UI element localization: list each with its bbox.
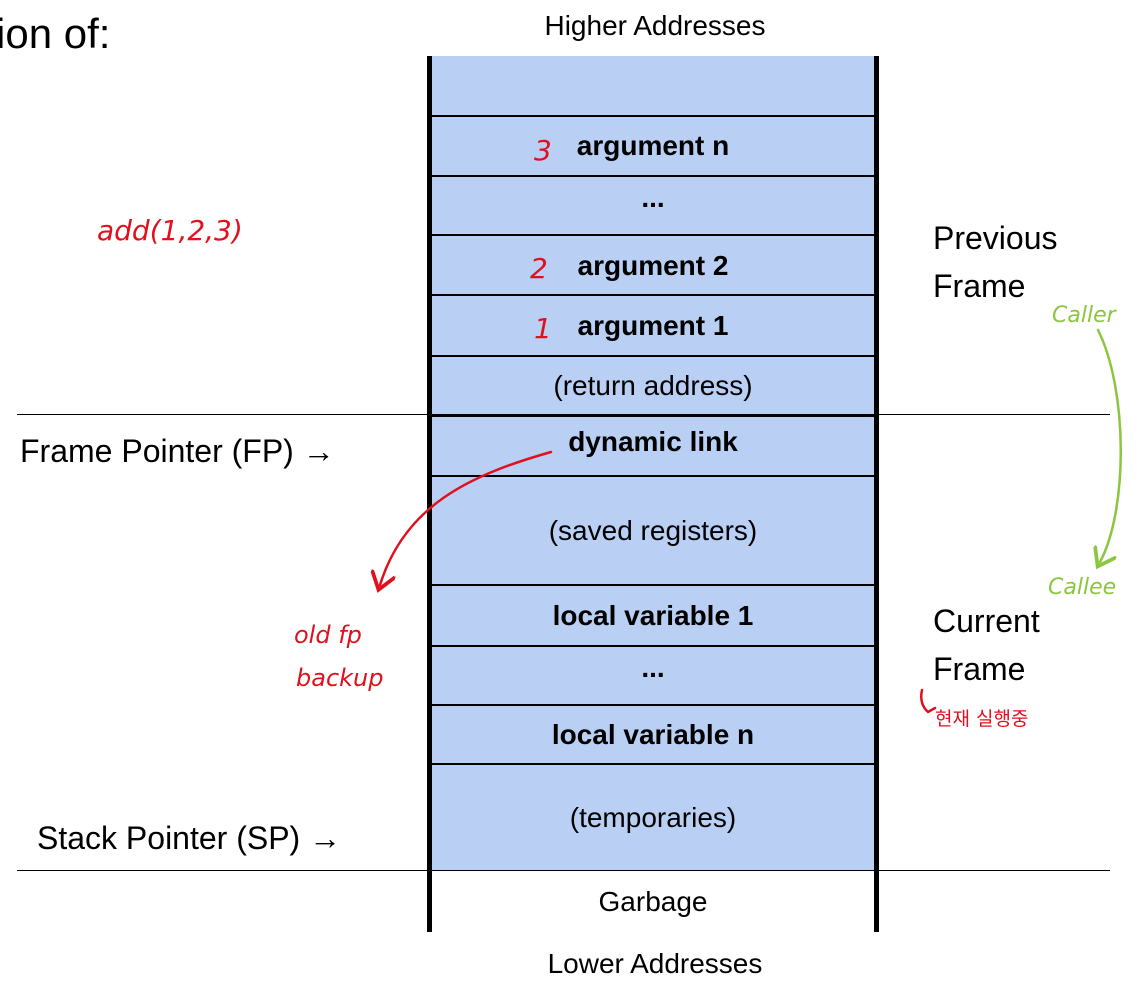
frame-divider-fp [17, 414, 1110, 415]
hook-arrow-icon [920, 688, 937, 714]
frame-pointer-label: Frame Pointer (FP) → [20, 433, 335, 469]
arg-2-number-annotation: 2 [530, 252, 548, 285]
backup-annotation: backup [296, 664, 383, 692]
stack-divider [430, 234, 876, 236]
lower-addresses-label: Lower Addresses [547, 948, 763, 979]
current-frame-label: Current Frame [933, 603, 1040, 687]
stack-divider [430, 475, 876, 477]
stack-cell-ellipsis-locals: ... [641, 652, 665, 683]
stack-divider [430, 355, 876, 357]
dynamic-link-arrow-icon [380, 450, 553, 585]
stack-cell-return-address: (return address) [553, 370, 753, 401]
stack-divider [430, 704, 876, 706]
stack-divider [430, 175, 876, 177]
stack-cell-local-variable-n: local variable n [551, 719, 755, 750]
callee-annotation: Callee [1048, 575, 1116, 600]
stack-divider [430, 763, 876, 765]
stack-divider [430, 294, 876, 296]
caller-callee-arrow-icon [1098, 328, 1122, 562]
executing-annotation: 현재 실행중 [935, 708, 1028, 730]
call-stack: argument n ... argument 2 argument 1 (re… [430, 56, 876, 871]
stack-divider [430, 584, 876, 586]
stack-cell-saved-registers: (saved registers) [548, 514, 758, 546]
stack-cell-dynamic-link: dynamic link [568, 426, 738, 457]
previous-frame-label: Previous Frame [933, 220, 1058, 304]
stack-cell-ellipsis-args: ... [641, 182, 665, 213]
stack-divider [430, 115, 876, 117]
arg-1-number-annotation: 1 [534, 312, 552, 345]
garbage-label: Garbage [598, 886, 708, 917]
stack-cell-argument-2: argument 2 [577, 250, 729, 281]
old-fp-annotation: old fp [294, 621, 362, 649]
frame-divider-sp [17, 870, 1110, 871]
higher-addresses-label: Higher Addresses [544, 10, 766, 41]
stack-divider [430, 415, 876, 417]
slide-title-fragment: ion of: [0, 10, 111, 57]
stack-right-border [874, 56, 879, 932]
caller-annotation: Caller [1052, 303, 1118, 328]
stack-divider [430, 645, 876, 647]
stack-cell-argument-n: argument n [576, 130, 730, 161]
stack-cell-temporaries: (temporaries) [569, 802, 737, 833]
call-expression-annotation: add(1,2,3) [97, 214, 243, 247]
stack-pointer-label: Stack Pointer (SP) → [37, 820, 342, 856]
stack-left-border [427, 56, 432, 932]
arg-n-number-annotation: 3 [534, 134, 552, 167]
stack-cell-local-variable-1: local variable 1 [552, 600, 754, 631]
stack-cell-argument-1: argument 1 [577, 310, 729, 341]
